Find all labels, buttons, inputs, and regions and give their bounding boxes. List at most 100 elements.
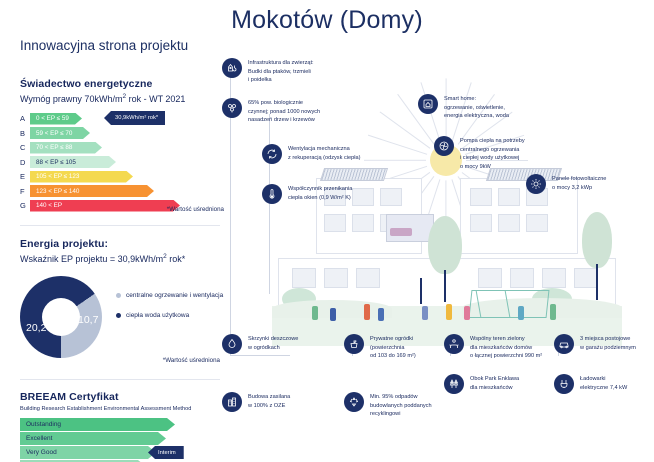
legal-req-sup: 2 <box>122 93 127 100</box>
feature-callout-gardens: Prywatne ogródki (powierzchnia od 103 do… <box>344 334 444 361</box>
energy-class-range: 123 < EP ≤ 140 <box>30 185 154 197</box>
project-energy-section: Energia projektu: Wskaźnik EP projektu =… <box>20 238 223 366</box>
energy-donut-chart: 20,2 10,7 centralne ogrzewanie i wentyla… <box>20 274 223 366</box>
window <box>478 268 502 288</box>
window <box>324 188 346 206</box>
feature-callout-smarthome: Smart home: ogrzewanie, oświetlenie, ene… <box>418 94 534 121</box>
feature-callout-text: Wentylacja mechaniczna z rekuperacją (od… <box>288 146 361 161</box>
person <box>464 306 470 320</box>
smart-home-icon <box>418 94 438 114</box>
page-subtitle: Innowacyjna strona projektu <box>20 38 189 53</box>
energy-class-range: 105 < EP ≤ 123 <box>30 171 133 183</box>
lawn-mound-right <box>462 298 622 318</box>
breeam-row-excellent: Excellent <box>20 432 220 445</box>
energy-class-row-f: F 123 < EP ≤ 140 <box>20 185 220 198</box>
divider-2 <box>20 379 220 380</box>
smart-home-detail <box>390 228 412 236</box>
energy-class-letter: C <box>20 143 26 152</box>
energy-class-letter: D <box>20 157 26 167</box>
feature-callout-ventilation: Wentylacja mechaniczna z rekuperacją (od… <box>262 144 382 164</box>
energy-class-letter: F <box>20 186 25 196</box>
bird-house-icon <box>222 58 242 78</box>
donut-legend-item: ciepła woda użytkowa <box>116 312 223 319</box>
garden-icon <box>344 334 364 354</box>
legend-color-dot <box>116 293 121 298</box>
breeam-level-label: Excellent <box>20 432 166 445</box>
legal-req-pre: Wymóg prawny 70kWh/m <box>20 94 123 104</box>
feature-callout-greenery: 65% pow. biologicznie czynnej; ponad 100… <box>222 98 344 125</box>
feature-callout-text: Panele fotowoltaiczne o mocy 3,2 kWp <box>552 176 607 191</box>
person <box>446 304 452 320</box>
breeam-section: BREEAM Certyfikat Building Research Esta… <box>20 391 220 462</box>
feature-callout-text: Wspólny teren zielony dla mieszkańców do… <box>470 336 543 360</box>
trees-park-icon <box>444 374 464 394</box>
sun-ray <box>466 160 528 161</box>
donut-legend: centralne ogrzewanie i wentylacja ciepła … <box>116 292 223 332</box>
ep-index-sup: 2 <box>163 253 167 260</box>
pv-roof-left <box>319 168 389 181</box>
window <box>574 268 598 288</box>
project-energy-subheading: Wskaźnik EP projektu = 30,9kWh/m2 rok* <box>20 253 220 264</box>
playground-net-part <box>475 290 511 318</box>
feature-callout-text: 3 miejsca postojowe w garażu podziemnym <box>580 336 636 351</box>
legend-label: centralne ogrzewanie i wentylacja <box>126 292 224 299</box>
energy-certificate-footnote: *Wartość uśredniona <box>166 206 224 213</box>
tree-canopy-main <box>428 216 462 274</box>
energy-class-letter: E <box>20 172 26 181</box>
divider-1 <box>20 225 220 226</box>
energy-certificate-section: Świadectwo energetyczne Wymóg prawny 70k… <box>20 78 224 213</box>
building-illustration <box>272 78 622 382</box>
ev-charger-icon <box>554 374 574 394</box>
person <box>518 306 524 320</box>
donut-label-secondary: 10,7 <box>78 314 99 326</box>
building-oze-icon <box>222 392 242 412</box>
feature-callout-heatpump: Pompa ciepła na potrzeby centralnego ogr… <box>434 136 544 172</box>
tree-canopy-right <box>582 212 612 268</box>
feature-callout-text: Pompa ciepła na potrzeby centralnego ogr… <box>460 138 525 170</box>
donut-ring <box>20 276 102 358</box>
recovery-icon <box>262 144 282 164</box>
sun-panel-icon <box>526 174 546 194</box>
window <box>470 214 492 232</box>
breeam-level-label: Very Good <box>20 446 156 459</box>
feature-callout-oze: Budowa zasilana w 100% z OZE <box>222 392 322 412</box>
ep-index-post: rok* <box>166 254 186 264</box>
connector-line-left <box>230 66 231 356</box>
feature-callout-animals: Infrastruktura dla zwierząt: Budki dla p… <box>222 58 342 85</box>
person <box>378 308 384 321</box>
feature-callout-text: Ładowarki elektryczne 7,4 kW <box>580 376 628 391</box>
breeam-row-good: Good <box>20 460 220 462</box>
heat-pump-icon <box>434 136 454 156</box>
window <box>498 188 520 206</box>
feature-callout-text: Min. 95% odpadów budowlanych poddanych r… <box>370 394 432 418</box>
breeam-subheading: Building Research Establishment Environm… <box>20 406 192 412</box>
recycle-icon <box>344 392 364 412</box>
breeam-row-outstanding: Outstanding <box>20 418 220 431</box>
feature-callout-greenarea: Wspólny teren zielony dla mieszkańców do… <box>444 334 560 361</box>
energy-class-row-e: E 105 < EP ≤ 123 <box>20 170 220 183</box>
page-title: Mokotów (Domy) <box>231 6 423 34</box>
project-energy-footnote: *Wartość uśredniona <box>162 357 220 364</box>
feature-callout-text: Budowa zasilana w 100% z OZE <box>248 394 291 409</box>
illustration-panel: Infrastruktura dla zwierząt: Budki dla p… <box>222 52 654 462</box>
energy-class-row-d: D 88 < EP ≤ 105 <box>20 156 220 169</box>
energy-certificate-heading: Świadectwo energetyczne <box>20 78 153 90</box>
energy-class-range: 88 < EP ≤ 105 <box>30 156 116 168</box>
feature-callout-parking: 3 miejsca postojowe w garażu podziemnym <box>554 334 654 354</box>
connector-line-inner <box>269 114 270 294</box>
feature-callout-text: 65% pow. biologicznie czynnej; ponad 100… <box>248 100 321 124</box>
tree-trunk-main <box>444 270 446 302</box>
energy-class-letter: A <box>20 114 26 123</box>
window <box>380 188 402 206</box>
breeam-interim-badge: Interim <box>148 446 184 459</box>
window <box>352 188 374 206</box>
window <box>356 268 380 288</box>
project-energy-heading: Energia projektu: <box>20 238 109 250</box>
window <box>510 268 534 288</box>
feature-callout-text: Współczynnik przenikania ciepła okien (0… <box>288 186 353 201</box>
left-column: Świadectwo energetyczne Wymóg prawny 70k… <box>20 78 224 462</box>
thermometer-icon <box>262 184 282 204</box>
